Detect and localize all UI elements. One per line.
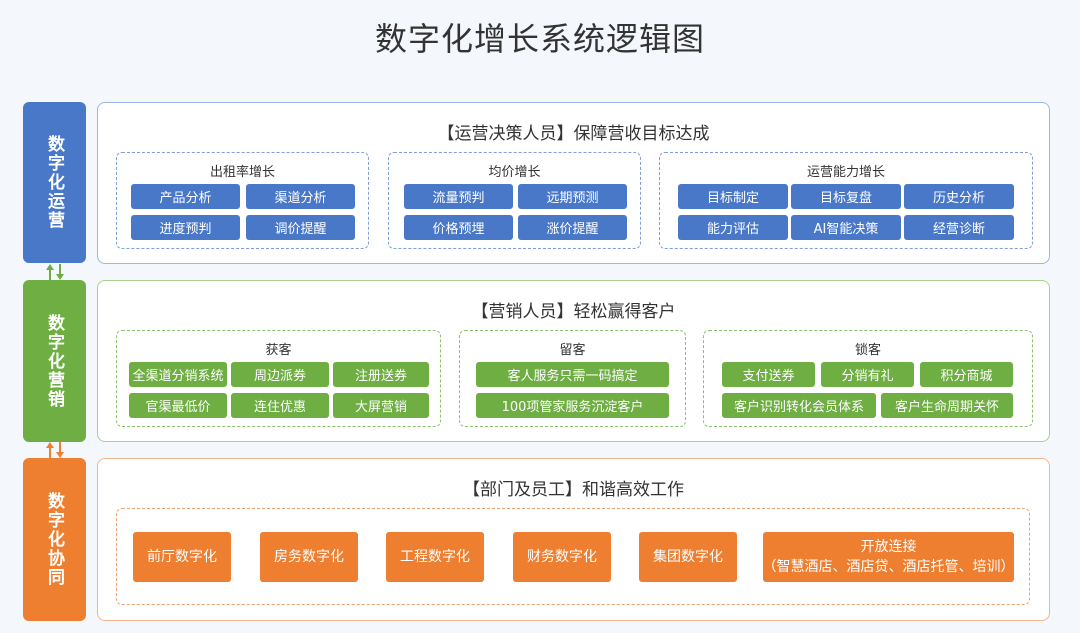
panel-title: 【运营决策人员】保障营收目标达成 [437,124,710,144]
tag-channel-analysis: 渠道分析 [246,184,355,209]
group-occupancy-growth: 出租率增长 产品分析 渠道分析 进度预判 调价提醒 [116,152,369,249]
tag-member-conversion: 客户识别转化会员体系 [722,393,876,418]
updown-arrow-green-icon [43,263,67,281]
panel-operations: 【运营决策人员】保障营收目标达成 出租率增长 产品分析 渠道分析 进度预判 调价… [97,102,1050,264]
group-title: 获客 [265,343,292,358]
group-lock-customers: 锁客 支付送券 分销有礼 积分商城 客户识别转化会员体系 客户生命周期关怀 [703,330,1033,427]
tag-long-term-forecast: 远期预测 [518,184,627,209]
updown-arrow-orange-icon [43,441,67,459]
tag-ai-decision: AI智能决策 [791,215,901,240]
group-acquire-customers: 获客 全渠道分销系统 周边派券 注册送券 官渠最低价 连住优惠 大屏营销 [116,330,441,427]
tag-goal-setting: 目标制定 [678,184,788,209]
group-title: 锁客 [854,343,881,358]
tag-price-increase-reminder: 涨价提醒 [518,215,627,240]
tag-big-screen-marketing: 大屏营销 [333,393,429,418]
tag-finance-digital: 财务数字化 [513,532,611,582]
tag-nearby-coupons: 周边派券 [231,362,329,387]
tag-points-mall: 积分商城 [920,362,1013,387]
side-label-collaboration: 数字化协同 [23,458,86,621]
tag-open-connection: 开放连接 （智慧酒店、酒店贷、酒店托管、培训） [762,532,1015,582]
group-departments: 前厅数字化 房务数字化 工程数字化 财务数字化 集团数字化 开放连接 （智慧酒店… [116,508,1030,605]
panel-title: 【部门及员工】和谐高效工作 [463,480,684,500]
group-title: 运营能力增长 [806,165,885,180]
panel-collaboration: 【部门及员工】和谐高效工作 前厅数字化 房务数字化 工程数字化 财务数字化 集团… [97,458,1050,621]
group-title: 出租率增长 [209,165,275,180]
panel-title: 【营销人员】轻松赢得客户 [471,302,676,322]
tag-housekeeping-digital: 房务数字化 [260,532,358,582]
open-connection-detail: （智慧酒店、酒店贷、酒店托管、培训） [762,559,1015,575]
side-label-operations: 数字化运营 [23,102,86,263]
tag-engineering-digital: 工程数字化 [386,532,484,582]
tag-group-digital: 集团数字化 [639,532,737,582]
tag-distribution-gift: 分销有礼 [821,362,914,387]
tag-capability-evaluation: 能力评估 [678,215,788,240]
tag-price-adjust-reminder: 调价提醒 [246,215,355,240]
tag-traffic-prediction: 流量预判 [404,184,513,209]
group-avg-price-growth: 均价增长 流量预判 远期预测 价格预埋 涨价提醒 [388,152,641,249]
tag-goal-review: 目标复盘 [791,184,901,209]
tag-stay-discount: 连住优惠 [231,393,329,418]
tag-register-coupon: 注册送券 [333,362,429,387]
tag-product-analysis: 产品分析 [131,184,240,209]
tag-front-desk-digital: 前厅数字化 [133,532,231,582]
tag-lowest-official-price: 官渠最低价 [129,393,227,418]
group-operation-capability-growth: 运营能力增长 目标制定 目标复盘 历史分析 能力评估 AI智能决策 经营诊断 [659,152,1033,249]
tag-business-diagnosis: 经营诊断 [904,215,1014,240]
group-title: 留客 [559,343,586,358]
tag-omnichannel-distribution: 全渠道分销系统 [129,362,227,387]
tag-customer-lifecycle-care: 客户生命周期关怀 [881,393,1013,418]
group-retain-customers: 留客 客人服务只需一码搞定 100项管家服务沉淀客户 [459,330,686,427]
tag-butler-services: 100项管家服务沉淀客户 [476,393,669,418]
diagram-title: 数字化增长系统逻辑图 [374,20,705,58]
panel-marketing: 【营销人员】轻松赢得客户 获客 全渠道分销系统 周边派券 注册送券 官渠最低价 … [97,280,1050,442]
tag-progress-prediction: 进度预判 [131,215,240,240]
tag-payment-coupon: 支付送券 [722,362,815,387]
group-title: 均价增长 [488,165,541,180]
side-label-marketing: 数字化营销 [23,280,86,442]
open-connection-title: 开放连接 [860,539,917,555]
tag-price-preset: 价格预埋 [404,215,513,240]
tag-one-code-service: 客人服务只需一码搞定 [476,362,669,387]
tag-history-analysis: 历史分析 [904,184,1014,209]
